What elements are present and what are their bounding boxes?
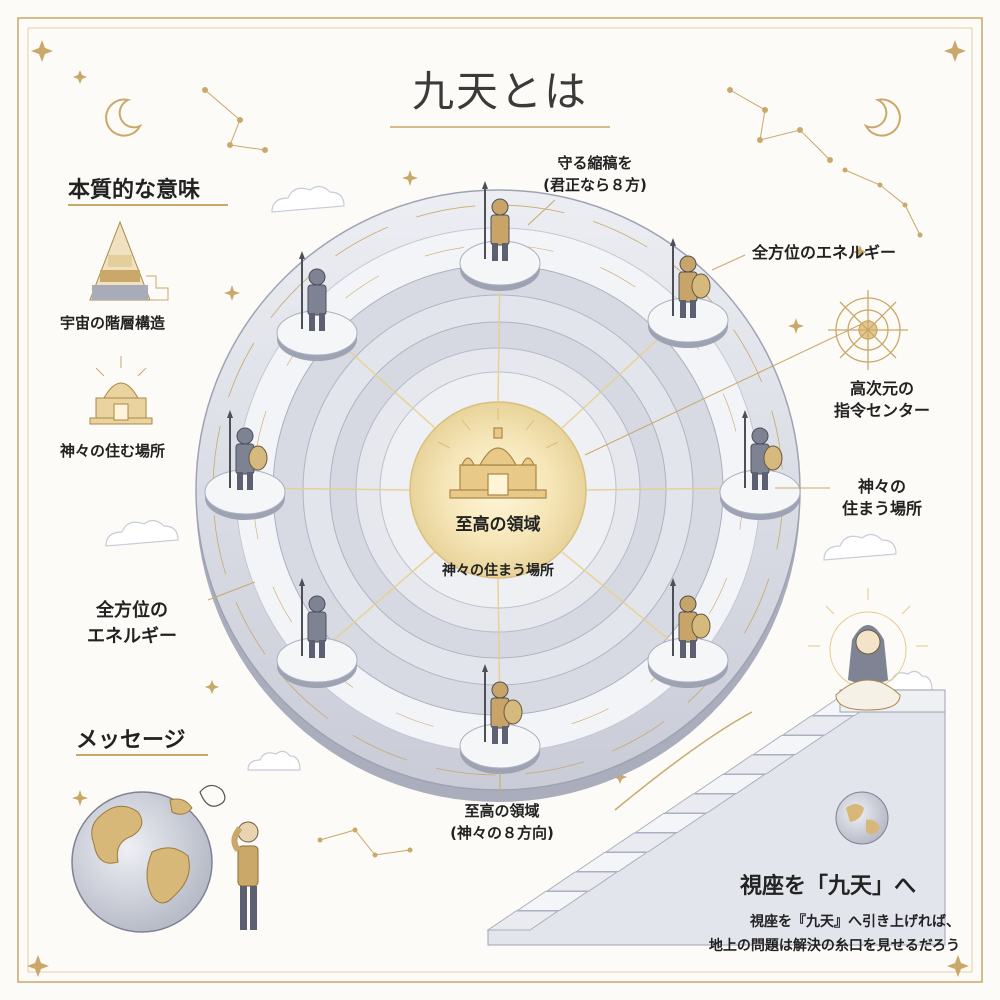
center-subtitle: 神々の住まう場所 bbox=[442, 563, 554, 579]
warrior-pedestals bbox=[204, 181, 801, 774]
annotation-command-center: 高次元の 指令センター bbox=[812, 378, 952, 422]
label-omni-energy-left: 全方位の エネルギー bbox=[62, 598, 202, 650]
moon-icon bbox=[863, 98, 901, 137]
warrior-pedestal bbox=[647, 238, 729, 348]
constellation bbox=[202, 87, 923, 858]
annotation-bottom: 至高の領域 (神々の８方向) bbox=[422, 800, 582, 844]
temple-icon bbox=[89, 356, 153, 425]
annotation-omni-energy: 全方位のエネルギー bbox=[752, 243, 897, 262]
confused-person-icon bbox=[199, 784, 259, 930]
annotation-dwelling: 神々の 住まう場所 bbox=[822, 476, 942, 520]
message-heading-underline bbox=[76, 754, 208, 756]
bottom-message-line-1: 視座を『九天』へ引き上げれば、 bbox=[750, 914, 960, 930]
warrior-pedestal bbox=[204, 410, 286, 520]
dwelling-line-1: 神々の bbox=[857, 477, 906, 496]
bottom-message: 視座を『九天』へ引き上げれば、 地上の問題は解決の糸口を見せるだろう bbox=[560, 910, 960, 958]
meditating-figure-icon bbox=[808, 588, 928, 711]
sparkle-icon bbox=[27, 40, 969, 977]
leader-lines bbox=[207, 199, 871, 795]
inner-border bbox=[27, 27, 973, 973]
cloud-icon bbox=[105, 185, 933, 771]
center-title: 至高の領域 bbox=[455, 515, 541, 535]
essence-heading: 本質的な意味 bbox=[68, 178, 201, 203]
label-gods-home: 神々の住む場所 bbox=[60, 442, 166, 460]
warrior-pedestal bbox=[276, 578, 358, 688]
warrior-pedestal bbox=[647, 578, 729, 688]
sun-rays bbox=[437, 408, 559, 449]
annotation-top-line-1: 守る縮稿を bbox=[557, 154, 633, 172]
warrior-pedestal bbox=[719, 410, 801, 520]
page-title: 九天とは bbox=[411, 67, 588, 116]
outer-border bbox=[17, 17, 983, 983]
pyramid-icon bbox=[89, 220, 169, 301]
annotation-bottom-line-2: (神々の８方向) bbox=[450, 824, 554, 842]
command-center-line-1: 高次元の bbox=[849, 379, 914, 398]
warrior-pedestal bbox=[459, 181, 541, 291]
message-heading: メッセージ bbox=[76, 728, 186, 753]
small-globe-icon bbox=[835, 791, 889, 845]
warrior-pedestal bbox=[459, 664, 541, 774]
label-hierarchy: 宇宙の階層構造 bbox=[60, 314, 166, 332]
ascent-arrow bbox=[614, 711, 753, 811]
palace-icon bbox=[449, 427, 547, 499]
essence-heading-underline bbox=[68, 204, 228, 206]
annotation-top: 守る縮稿を (君正なら８方) bbox=[520, 152, 670, 196]
annotation-bottom-line-1: 至高の領域 bbox=[464, 802, 540, 820]
moon-icon bbox=[105, 98, 143, 137]
command-center-icon bbox=[828, 290, 908, 370]
bottom-heading: 視座を「九天」へ bbox=[740, 874, 917, 899]
bottom-message-line-2: 地上の問題は解決の糸口を見せるだろう bbox=[708, 938, 960, 954]
warrior-pedestal bbox=[276, 251, 358, 361]
command-center-line-2: 指令センター bbox=[833, 401, 930, 420]
dwelling-line-2: 住まう場所 bbox=[841, 499, 922, 518]
energy-line-2: エネルギー bbox=[87, 626, 177, 647]
annotation-top-line-2: (君正なら８方) bbox=[543, 176, 647, 194]
globe-icon bbox=[71, 791, 213, 933]
energy-line-1: 全方位の bbox=[96, 600, 168, 621]
